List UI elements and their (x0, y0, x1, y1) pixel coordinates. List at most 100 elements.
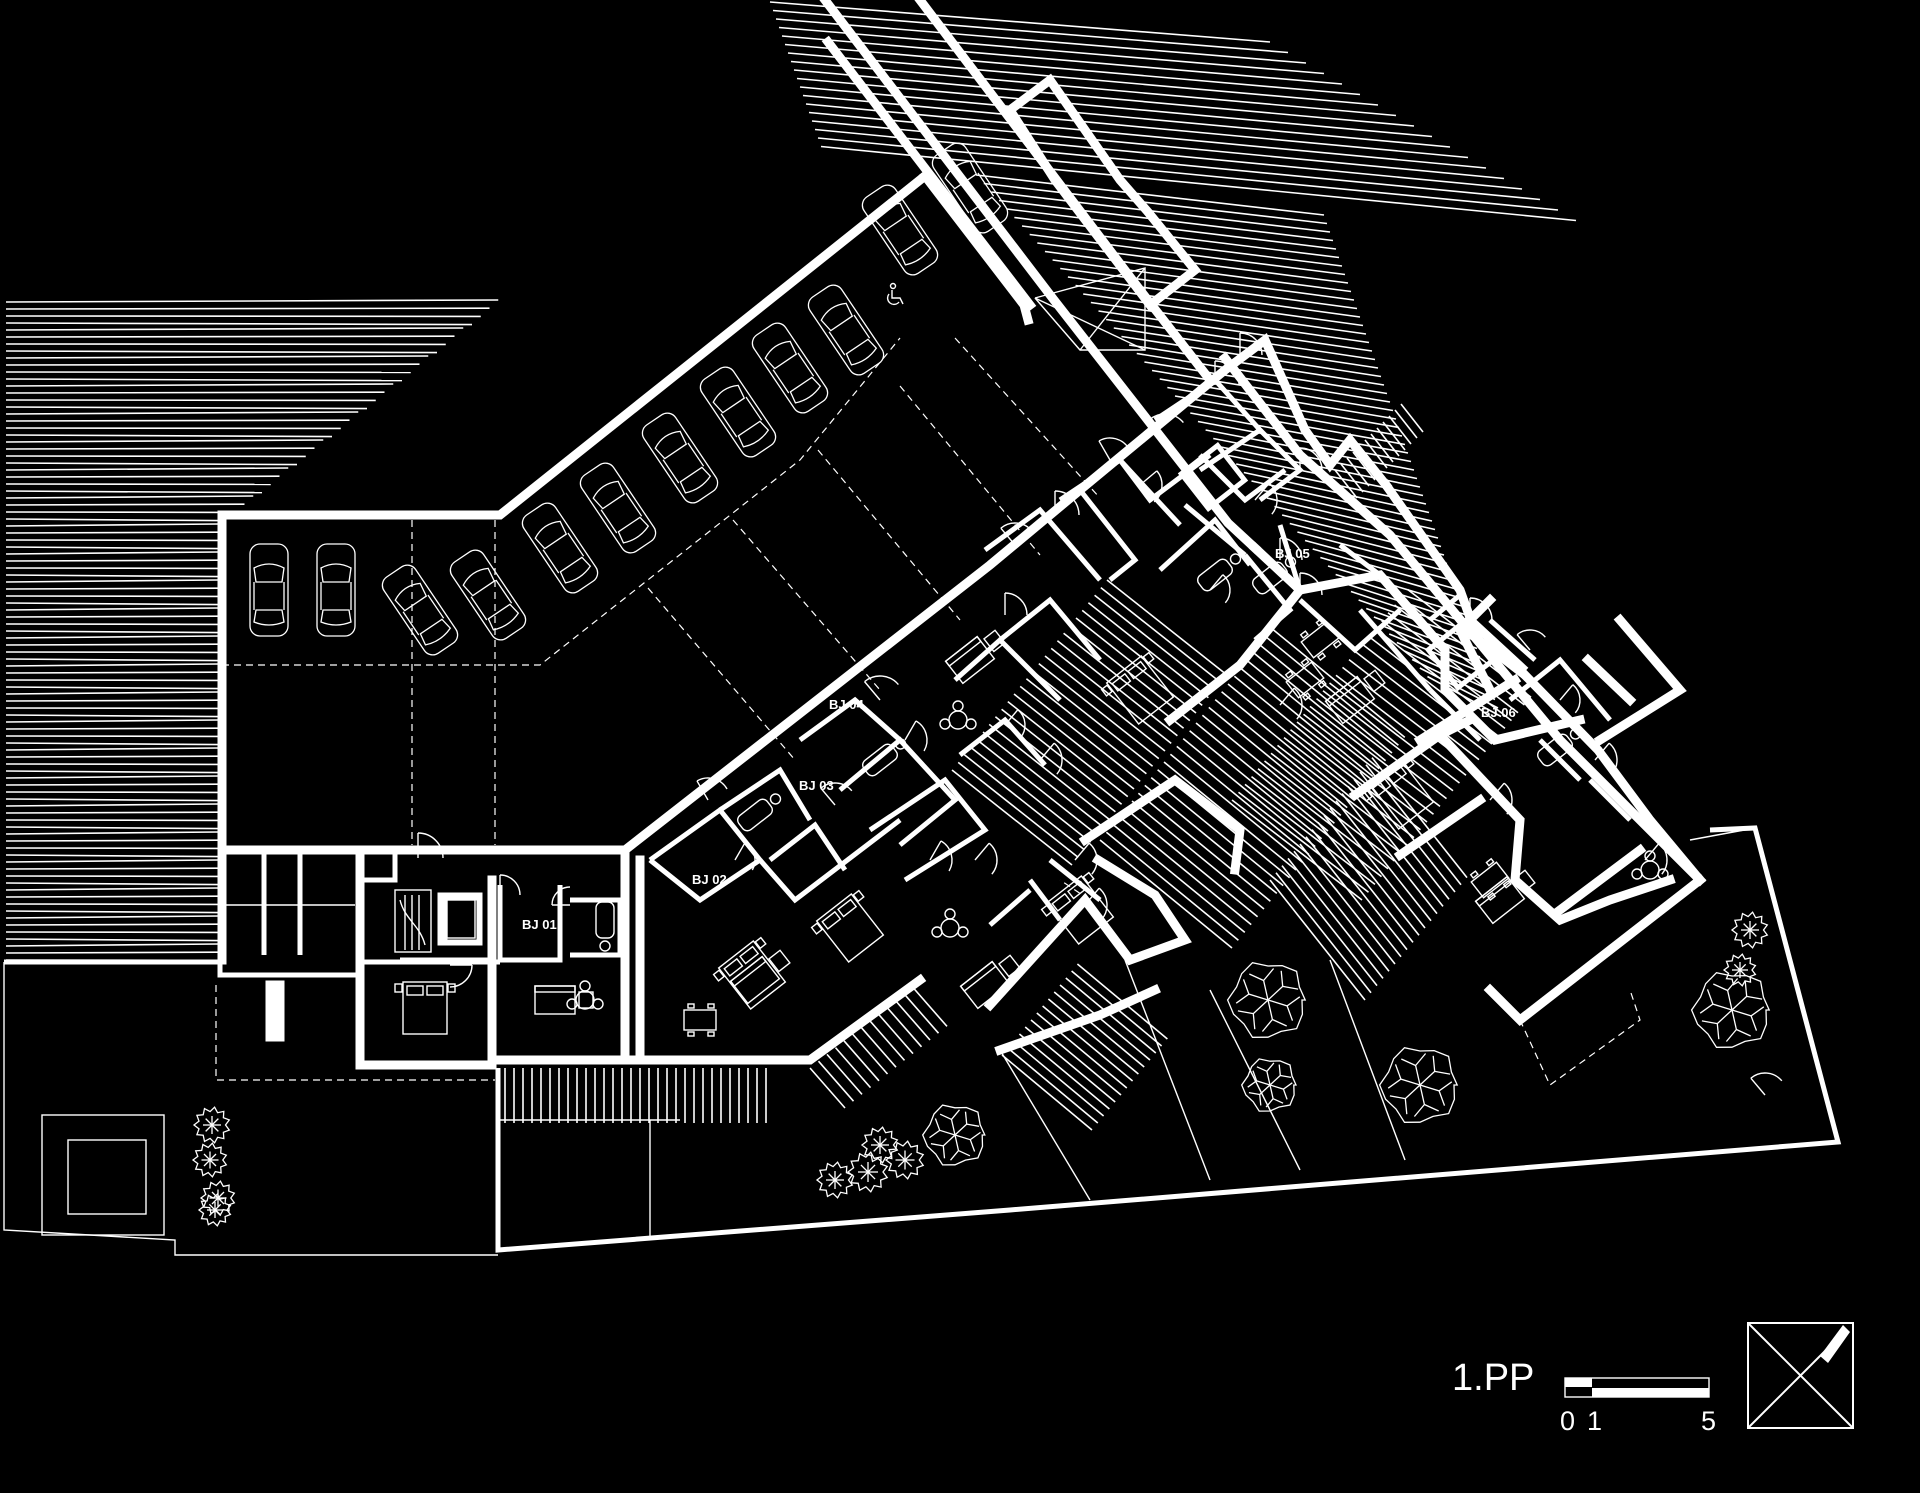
deck-line (1007, 700, 1129, 798)
terrain-line (5, 691, 219, 695)
shrub-branch (211, 1118, 219, 1126)
terrain-line (5, 854, 219, 858)
shrub-branch (904, 1159, 913, 1168)
wheelchair-icon (886, 282, 904, 306)
pillow (1111, 672, 1132, 692)
door-arc (1279, 537, 1303, 561)
deck-line (860, 1026, 897, 1068)
terrain-line (5, 630, 219, 634)
scale-label-0: 0 (1560, 1406, 1575, 1436)
door (1516, 629, 1546, 651)
tree-branch (1419, 1055, 1451, 1086)
door (417, 832, 444, 859)
door-arc (915, 720, 928, 752)
shrub (884, 1140, 925, 1180)
parked-car (579, 462, 657, 554)
tree-branch (1256, 1062, 1275, 1086)
deck-line (1150, 776, 1284, 887)
terrain-line (5, 574, 219, 578)
tree-branch (1713, 978, 1739, 1011)
bed (1040, 871, 1115, 946)
deck-line (1335, 800, 1432, 922)
door (1489, 782, 1513, 815)
deck-line (1253, 652, 1387, 762)
deck-line (1388, 415, 1412, 445)
terrain-line (5, 923, 219, 926)
door (499, 874, 521, 896)
deck-line (1257, 768, 1389, 870)
unit-label-bj04: BJ 04 (829, 697, 864, 712)
nightstand (1040, 904, 1054, 917)
tree-crown (1240, 1058, 1297, 1112)
terrain-line (5, 755, 219, 758)
terrain-line (5, 643, 219, 646)
car-side (977, 172, 995, 197)
armchair (768, 949, 791, 973)
nightstand (810, 922, 824, 935)
shrub-crown (1730, 911, 1769, 949)
car-windshield (462, 567, 496, 597)
door-arc (449, 964, 473, 988)
deck-line (1394, 409, 1418, 439)
bed (712, 936, 787, 1011)
tree-branch (954, 1111, 980, 1136)
tree (1378, 1046, 1459, 1123)
door (1084, 887, 1108, 920)
landscape-trees (191, 911, 1771, 1227)
terrain-line (998, 199, 1334, 242)
bathtub (736, 793, 782, 832)
terrain-line (5, 783, 219, 786)
terrace-decking (504, 403, 1538, 1131)
nightstand (754, 936, 767, 950)
chair (931, 926, 943, 938)
deck-line (1094, 594, 1216, 691)
shrub-crown (846, 1151, 889, 1193)
deck-line (1305, 836, 1402, 958)
pillow (837, 898, 858, 918)
parked-car (861, 184, 939, 276)
shrub-branch (1749, 929, 1757, 937)
terrain-line (5, 635, 219, 639)
site-outline (3, 825, 1842, 1256)
door (1039, 742, 1063, 775)
door-arc (1608, 742, 1618, 775)
shrub-branch (211, 1197, 219, 1205)
deck-line (1246, 659, 1380, 770)
door-arc (1750, 1072, 1783, 1082)
deck-line (1317, 821, 1414, 943)
sofa (959, 954, 1021, 1010)
round-table (939, 700, 977, 730)
terrain-line (1083, 293, 1367, 335)
terrain-line (772, 9, 1289, 54)
deck-line (1290, 729, 1421, 831)
chair (1300, 657, 1310, 667)
armchair (983, 629, 1006, 653)
door (1750, 1072, 1783, 1096)
door (1299, 572, 1323, 596)
terrain-line (5, 859, 219, 863)
deck-line (1264, 760, 1395, 862)
shrub-branch (205, 1118, 213, 1126)
sofa-back (729, 955, 767, 987)
bed (810, 889, 885, 964)
deck-line (1370, 433, 1394, 463)
shrub (197, 1193, 232, 1227)
deck-line (1400, 596, 1532, 698)
deck-line (1013, 693, 1135, 790)
chair (1332, 639, 1342, 649)
door (734, 842, 756, 871)
door (1239, 332, 1263, 356)
round-table (1631, 850, 1669, 880)
unit-label-bj02: BJ 02 (692, 872, 727, 887)
deck-line (1087, 602, 1209, 699)
deck-line (1071, 970, 1163, 1047)
car-rear-window (253, 609, 285, 626)
shrub-crown (860, 1126, 899, 1164)
car-rear-window (419, 618, 452, 646)
terrain-line (5, 727, 219, 730)
terrain-line (796, 77, 1433, 138)
terrain-line (5, 951, 219, 954)
terrain-line (1098, 310, 1373, 352)
car-side (470, 596, 488, 621)
shrub-branch (897, 1159, 906, 1168)
